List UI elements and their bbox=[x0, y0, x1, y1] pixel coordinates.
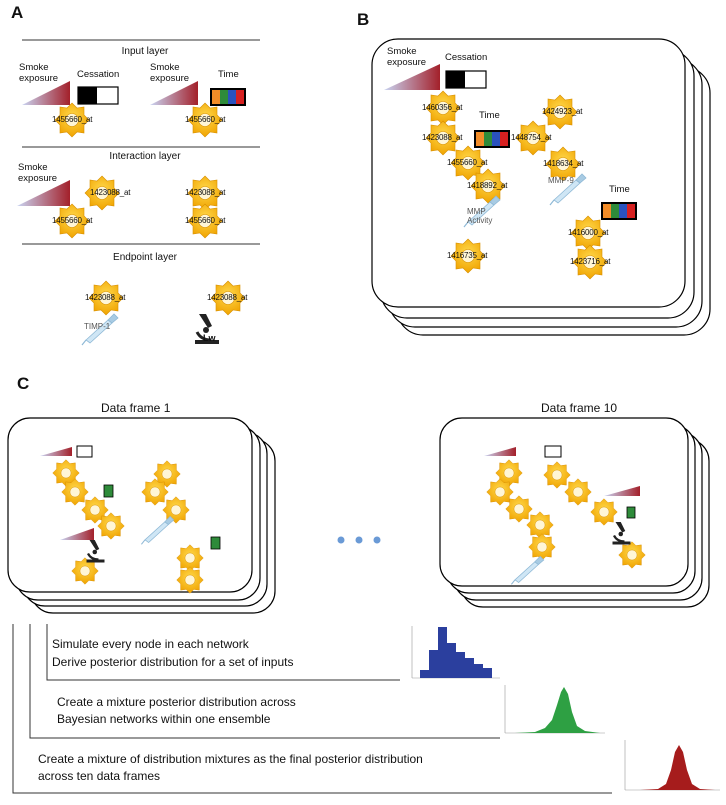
time-label: Time bbox=[479, 110, 500, 121]
input-layer-title: Input layer bbox=[121, 46, 169, 57]
gene-label: 1455660_at bbox=[52, 115, 93, 124]
gene-label: 1423088_at bbox=[85, 293, 126, 302]
time-label: Time bbox=[218, 69, 239, 80]
gene-label: 1455660_at bbox=[185, 115, 226, 124]
smoke-exposure-label: Smoke exposure bbox=[150, 62, 190, 84]
gene-label: 1455660_at bbox=[447, 158, 488, 167]
smoke-exposure-label: Smoke exposure bbox=[18, 162, 58, 184]
step-3-line-2: across ten data frames bbox=[38, 769, 161, 783]
gene-label: 1416000_at bbox=[568, 228, 609, 237]
gene-label: 1424923_at bbox=[542, 107, 583, 116]
panel-b-label: B bbox=[357, 10, 370, 29]
gradient-triangle-icon bbox=[150, 81, 198, 105]
timp1-label: TIMP-1 bbox=[84, 322, 111, 331]
gene-label: 1423088_at bbox=[207, 293, 248, 302]
gene-label: 1416735_at bbox=[447, 251, 488, 260]
ellipsis-dot bbox=[355, 536, 363, 544]
gene-label: 1423088_at bbox=[185, 188, 226, 197]
lw-label: Lw bbox=[203, 333, 216, 343]
step-1-line-2: Derive posterior distribution for a set … bbox=[52, 655, 294, 669]
gradient-triangle-icon bbox=[17, 180, 70, 206]
cessation-label: Cessation bbox=[445, 52, 488, 63]
gene-label: 1423088_at bbox=[422, 133, 463, 142]
smoke-exposure-label: Smoke exposure bbox=[387, 46, 427, 68]
gradient-triangle-icon bbox=[384, 64, 440, 90]
ellipsis-dot bbox=[373, 536, 381, 544]
ellipsis-dot bbox=[337, 536, 345, 544]
gene-label: 1460356_at bbox=[422, 103, 463, 112]
histogram-blue bbox=[411, 626, 500, 679]
histogram-red bbox=[624, 740, 720, 791]
gene-label: 1418634_at bbox=[543, 159, 584, 168]
cessation-label: Cessation bbox=[77, 69, 120, 80]
smoke-exposure-label: Smoke exposure bbox=[19, 62, 59, 84]
gene-label: 1455660_at bbox=[185, 216, 226, 225]
step-3-line-1: Create a mixture of distribution mixture… bbox=[38, 752, 423, 766]
data-frame-1-title: Data frame 1 bbox=[101, 401, 171, 415]
mmp9-label: MMP-9 bbox=[548, 176, 574, 185]
histogram-green bbox=[504, 685, 605, 734]
endpoint-layer-title: Endpoint layer bbox=[113, 252, 177, 263]
step-2-line-1: Create a mixture posterior distribution … bbox=[57, 695, 296, 709]
step-1-line-1: Simulate every node in each network bbox=[52, 637, 249, 651]
gene-label: 1423088_at bbox=[90, 188, 131, 197]
data-frame-10-title: Data frame 10 bbox=[541, 401, 618, 415]
interaction-layer-title: Interaction layer bbox=[109, 151, 181, 162]
panel-a-label: A bbox=[11, 3, 24, 22]
gene-label: 1448754_at bbox=[511, 133, 552, 142]
gene-label: 1423716_at bbox=[570, 257, 611, 266]
gene-label: 1455660_at bbox=[52, 216, 93, 225]
mmp-activity-label: MMP Activity bbox=[467, 207, 493, 225]
gradient-triangle-icon bbox=[22, 81, 70, 105]
gene-label: 1418892_at bbox=[467, 181, 508, 190]
panel-c-label: C bbox=[17, 374, 30, 393]
step-2-line-2: Bayesian networks within one ensemble bbox=[57, 712, 271, 726]
time-label: Time bbox=[609, 184, 630, 195]
